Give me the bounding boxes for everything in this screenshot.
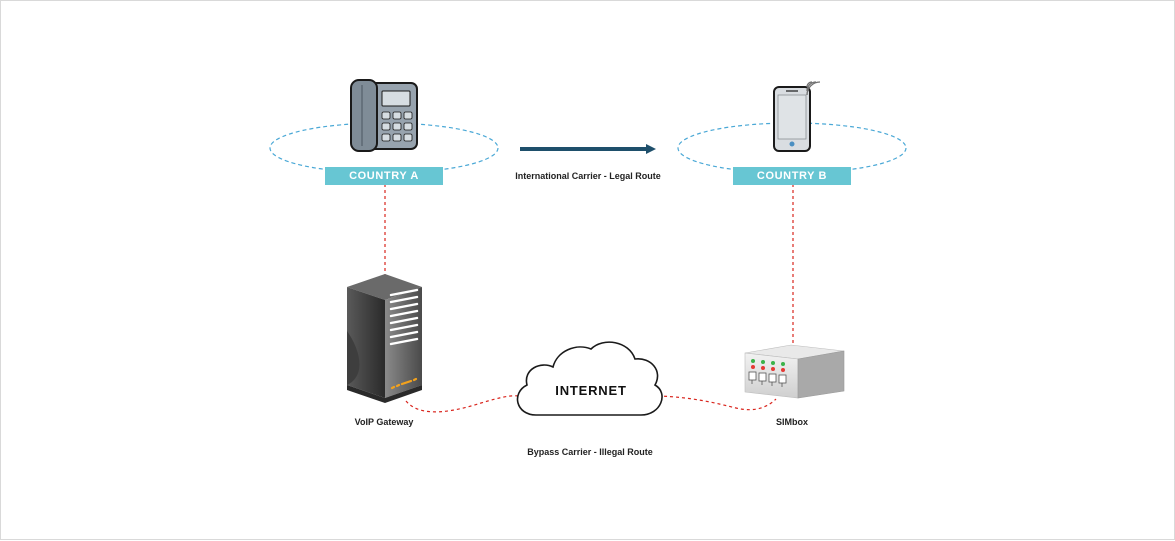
voip-gateway-label: VoIP Gateway <box>354 417 414 427</box>
illegal-route-caption: Bypass Carrier - Illegal Route <box>527 447 653 457</box>
internet-label: INTERNET <box>555 383 627 398</box>
simbox-icon <box>744 344 845 399</box>
country-a-label: COUNTRY A <box>325 167 443 185</box>
cloud-icon <box>516 341 663 416</box>
internet-to-simbox-line <box>657 395 777 411</box>
legal-route-caption: International Carrier - Legal Route <box>515 171 661 181</box>
desk-phone-icon <box>350 79 418 152</box>
simbox-label: SIMbox <box>775 417 808 427</box>
gateway-to-internet-line <box>405 395 520 413</box>
mobile-phone-icon <box>773 86 811 152</box>
country-b-label: COUNTRY B <box>733 167 851 185</box>
wireless-signal-icon <box>806 81 821 96</box>
server-icon <box>347 274 422 403</box>
